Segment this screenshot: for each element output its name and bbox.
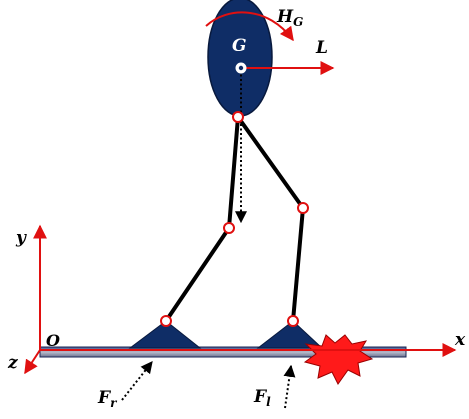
angular-momentum-arrow <box>205 11 294 42</box>
right-reaction-force-arrow <box>121 361 153 401</box>
hip-joint <box>232 111 244 123</box>
center-of-mass-core <box>238 65 244 71</box>
linear-momentum-label: L <box>315 38 328 58</box>
left-reaction-force-arrow <box>283 364 296 409</box>
left-force-label: Fl <box>253 387 271 409</box>
left-knee-joint <box>297 202 309 214</box>
left-leg <box>236 115 305 322</box>
z-axis-label: z <box>7 353 18 373</box>
x-axis-label: x <box>454 330 466 350</box>
angular-momentum-label: HG <box>276 7 303 29</box>
y-axis-label: y <box>15 228 27 248</box>
z-axis-arrow <box>24 349 41 375</box>
ground-plate <box>39 346 407 358</box>
right-leg <box>164 116 240 323</box>
right-foot <box>128 320 202 349</box>
origin-label: O <box>46 331 60 350</box>
left-ankle-joint <box>287 315 299 327</box>
right-ankle-joint <box>160 315 172 327</box>
right-knee-joint <box>223 222 235 234</box>
right-force-label: Fr <box>97 388 118 410</box>
left-foot <box>256 320 324 349</box>
center-of-mass-label: G <box>232 36 247 56</box>
